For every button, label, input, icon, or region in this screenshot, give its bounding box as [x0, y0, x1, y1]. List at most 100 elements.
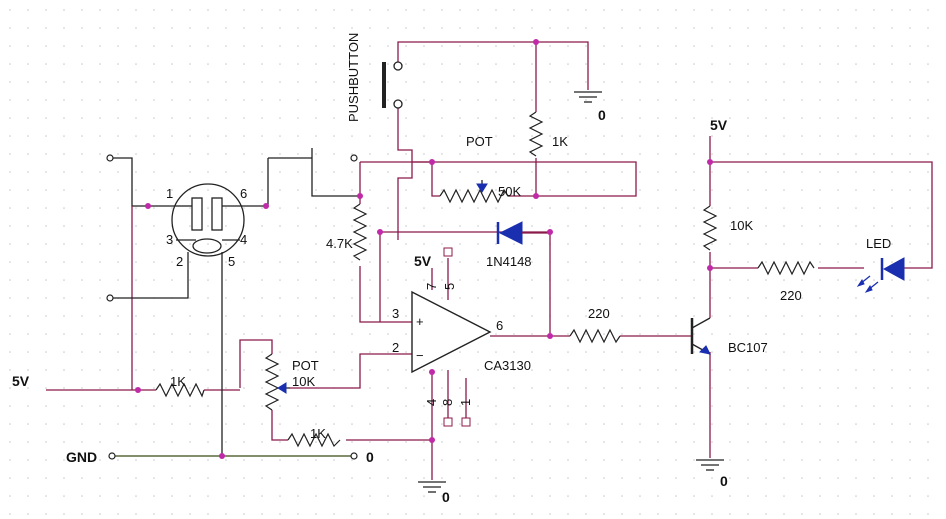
- grid-dot: [117, 27, 119, 29]
- grid-dot: [225, 405, 227, 407]
- grid-dot: [639, 351, 641, 353]
- grid-dot: [189, 405, 191, 407]
- grid-dot: [873, 297, 875, 299]
- grid-dot: [909, 63, 911, 65]
- grid-dot: [99, 279, 101, 281]
- grid-dot: [225, 243, 227, 245]
- grid-dot: [927, 9, 929, 11]
- grid-dot: [243, 135, 245, 137]
- grid-dot: [837, 387, 839, 389]
- grid-dot: [927, 243, 929, 245]
- grid-dot: [837, 27, 839, 29]
- grid-dot: [837, 405, 839, 407]
- grid-dot: [603, 45, 605, 47]
- grid-dot: [513, 243, 515, 245]
- grid-dot: [261, 189, 263, 191]
- grid-dot: [189, 333, 191, 335]
- grid-dot: [189, 315, 191, 317]
- grid-dot: [801, 81, 803, 83]
- grid-dot: [333, 459, 335, 461]
- grid-dot: [729, 387, 731, 389]
- grid-dot: [207, 513, 209, 515]
- grid-dot: [891, 351, 893, 353]
- grid-dot: [351, 189, 353, 191]
- grid-dot: [315, 63, 317, 65]
- grid-dot: [297, 99, 299, 101]
- grid-dot: [765, 405, 767, 407]
- grid-dot: [171, 261, 173, 263]
- grid-dot: [783, 99, 785, 101]
- grid-dot: [819, 261, 821, 263]
- grid-dot: [837, 45, 839, 47]
- grid-dot: [657, 63, 659, 65]
- grid-dot: [459, 225, 461, 227]
- grid-dot: [603, 189, 605, 191]
- grid-dot: [261, 423, 263, 425]
- grid-dot: [855, 153, 857, 155]
- junction-dot: [263, 203, 269, 209]
- grid-dot: [639, 189, 641, 191]
- grid-dot: [27, 117, 29, 119]
- grid-dot: [9, 513, 11, 515]
- grid-dot: [225, 45, 227, 47]
- grid-dot: [63, 459, 65, 461]
- grid-dot: [783, 9, 785, 11]
- grid-dot: [621, 333, 623, 335]
- grid-dot: [153, 459, 155, 461]
- grid-dot: [747, 153, 749, 155]
- grid-dot: [243, 207, 245, 209]
- grid-dot: [297, 81, 299, 83]
- grid-dot: [855, 117, 857, 119]
- labels: PUSHBUTTON 0 POT 1K 50K 5V 10K LED 220 4…: [12, 33, 891, 505]
- grid-dot: [441, 189, 443, 191]
- grid-dot: [261, 495, 263, 497]
- grid-dot: [639, 207, 641, 209]
- grid-dot: [477, 477, 479, 479]
- grid-dot: [711, 477, 713, 479]
- grid-dot: [513, 45, 515, 47]
- grid-dot: [351, 369, 353, 371]
- grid-dot: [441, 135, 443, 137]
- grid-dot: [279, 405, 281, 407]
- grid-dot: [369, 513, 371, 515]
- junction-dot: [533, 39, 539, 45]
- grid-dot: [99, 423, 101, 425]
- grid-dot: [513, 441, 515, 443]
- grid-dot: [207, 81, 209, 83]
- grid-dot: [135, 279, 137, 281]
- grid-dot: [657, 297, 659, 299]
- grid-dot: [621, 387, 623, 389]
- vcc-left-label: 5V: [12, 373, 30, 389]
- grid-dot: [909, 423, 911, 425]
- grid-dot: [351, 171, 353, 173]
- grid-dot: [297, 27, 299, 29]
- grid-dot: [171, 477, 173, 479]
- grid-dot: [927, 387, 929, 389]
- sensor-pin6: 6: [240, 186, 247, 201]
- grid-dot: [855, 423, 857, 425]
- grid-dot: [927, 423, 929, 425]
- grid-dot: [27, 441, 29, 443]
- grid-dot: [819, 405, 821, 407]
- grid-dot: [927, 81, 929, 83]
- pushbutton-switch[interactable]: [382, 61, 403, 109]
- grid-dot: [783, 81, 785, 83]
- grid-dot: [621, 81, 623, 83]
- grid-dot: [567, 63, 569, 65]
- grid-dot: [639, 63, 641, 65]
- grid-dot: [171, 441, 173, 443]
- grid-dot: [747, 369, 749, 371]
- grid-dot: [243, 45, 245, 47]
- grid-dot: [279, 261, 281, 263]
- grid-dot: [819, 243, 821, 245]
- grid-dot: [261, 297, 263, 299]
- grid-dot: [315, 279, 317, 281]
- grid-dot: [459, 153, 461, 155]
- grid-dot: [279, 189, 281, 191]
- grid-dot: [459, 9, 461, 11]
- grid-dot: [279, 207, 281, 209]
- grid-dot: [729, 135, 731, 137]
- grid-dot: [63, 261, 65, 263]
- grid-dot: [441, 153, 443, 155]
